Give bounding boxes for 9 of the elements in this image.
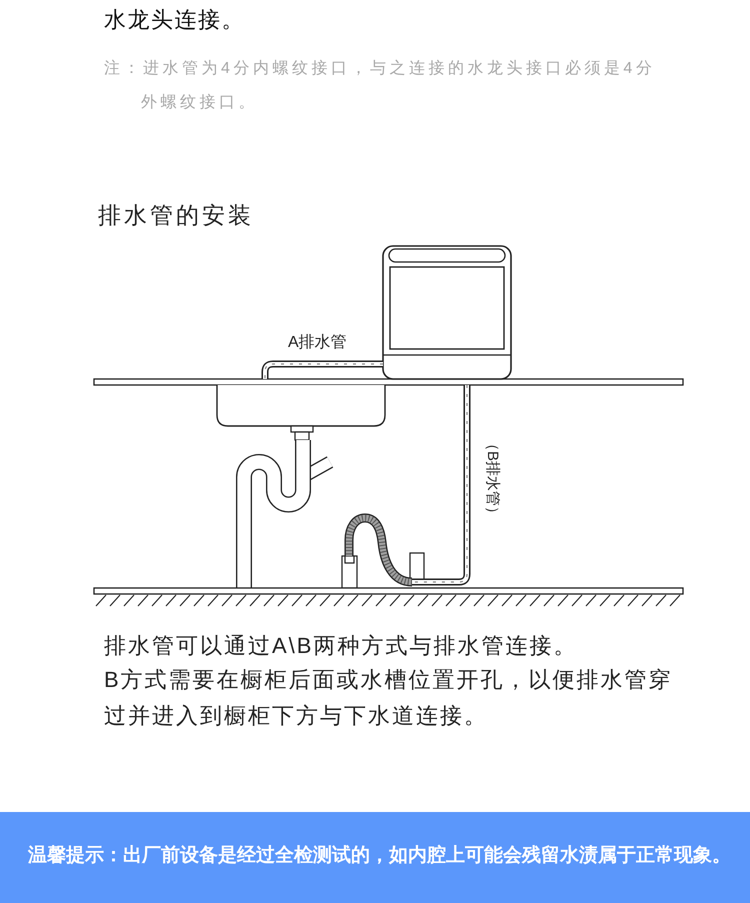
body-text: 排水管可以通过A\B两种方式与排水管连接。: [104, 632, 578, 660]
section-heading: 水龙头连接。: [104, 6, 245, 34]
section-heading: 排水管的安装: [98, 201, 254, 230]
hose-label: A排水管: [288, 332, 347, 353]
note-text: 注：进水管为4分内螺纹接口，与之连接的水龙头接口必须是4分外螺纹接口。: [104, 58, 656, 113]
hose-label: （B排水管）: [483, 436, 502, 522]
notice-text: 温馨提示：出厂前设备是经过全检测试的，如内腔上可能会残留水渍属于正常现象。: [28, 844, 731, 868]
body-text: B方式需要在橱柜后面或水槽位置开孔，以便排水管穿过并进入到橱柜下方与下水道连接。: [104, 666, 674, 730]
notice-banner: [0, 812, 750, 903]
